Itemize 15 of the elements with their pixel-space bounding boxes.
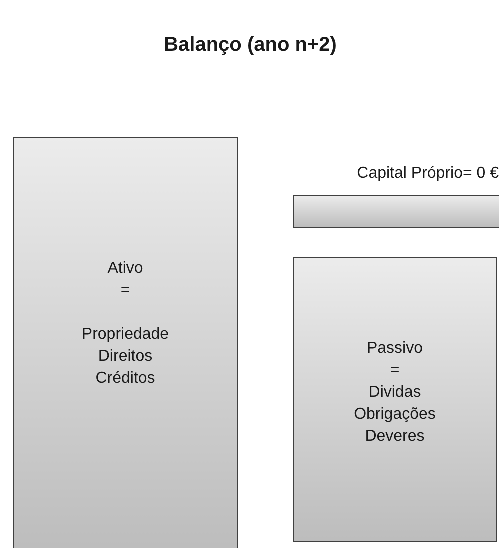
box-text: Créditos	[96, 369, 156, 389]
balance-box	[293, 257, 497, 542]
title: Balanço (ano n+2)	[163, 33, 338, 58]
box-text: Deveres	[365, 427, 425, 447]
box-text: Propriedade	[82, 325, 170, 345]
box-text: Direitos	[98, 347, 153, 367]
bar-heading: Capital Próprio= 0 €	[357, 164, 499, 184]
box-text: =	[390, 361, 400, 381]
box-text: Obrigações	[354, 405, 436, 425]
balance-box	[13, 137, 238, 548]
box-text: =	[120, 281, 130, 301]
equity-bar	[293, 195, 499, 228]
box-text: Dividas	[368, 383, 422, 403]
box-text: Passivo	[366, 339, 424, 359]
box-text: Ativo	[108, 259, 144, 279]
